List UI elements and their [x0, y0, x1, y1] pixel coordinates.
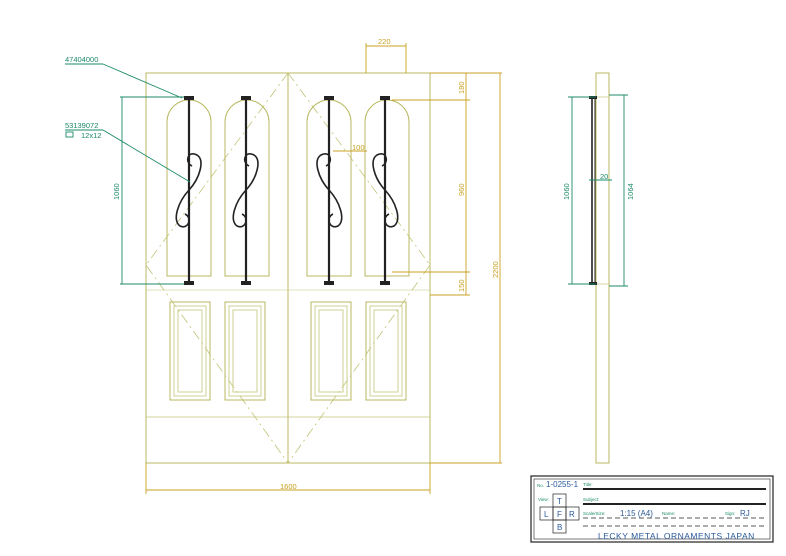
- callout-part-b-size: 12x12: [81, 131, 101, 140]
- callout-part-a: 47404000: [65, 55, 183, 99]
- tb-sign-label: Sign:: [725, 511, 735, 516]
- door-swing-lines: [145, 72, 431, 464]
- tb-view-l: L: [544, 510, 549, 519]
- tb-view-label: View:: [538, 497, 549, 502]
- side-dimensions: 1060 1064 20: [562, 94, 635, 287]
- tb-sign-value: RJ: [740, 509, 750, 518]
- tb-drawing-no: 1-0255-1: [546, 480, 579, 489]
- tb-view-t: T: [557, 497, 562, 506]
- tb-company: LECKY METAL ORNAMENTS JAPAN: [598, 531, 755, 541]
- tb-view-r: R: [569, 510, 575, 519]
- iron-grille-4: [372, 96, 399, 285]
- dim-top-width-value: 220: [378, 37, 391, 46]
- side-grille-height-value: 1060: [562, 183, 571, 200]
- iron-grille-2: [232, 96, 259, 285]
- dim-top-gap-value: 180: [457, 81, 466, 94]
- dim-grille-height-value: 1060: [112, 183, 121, 200]
- tb-view-f: F: [557, 510, 562, 519]
- square-bar-icon: [65, 131, 74, 138]
- tb-scale-label: Scale/Size:: [583, 511, 606, 516]
- dim-scroll-width-value: 100: [352, 143, 365, 152]
- dim-total-width-value: 1600: [280, 482, 297, 491]
- panel-1: [169, 301, 211, 401]
- panel-4: [365, 301, 407, 401]
- title-block: No. 1-0255-1 Title: View: T L F R B Subj…: [530, 475, 774, 543]
- dim-bottom-gap-value: 150: [457, 279, 466, 292]
- arched-openings: [166, 99, 410, 277]
- dim-right-column: 180 960 150 2200: [392, 72, 502, 464]
- iron-grille-1: [175, 96, 202, 285]
- callout-part-a-label: 47404000: [65, 55, 98, 64]
- callout-part-b: 53139072 12x12: [65, 121, 191, 183]
- tb-name-label: Name:: [662, 511, 675, 516]
- dim-arch-height-value: 960: [457, 183, 466, 196]
- side-view: [589, 72, 610, 464]
- dim-top-width: 220: [365, 37, 407, 73]
- lower-panels: [169, 301, 407, 401]
- panel-3: [310, 301, 352, 401]
- dim-total-height-value: 2200: [491, 261, 500, 278]
- dim-scroll-width: 100: [333, 143, 367, 152]
- dim-grille-height: 1060: [112, 96, 184, 285]
- side-depth-value: 20: [600, 172, 608, 181]
- tb-subject-label: Subject:: [583, 497, 599, 502]
- tb-scale-value: 1:15 (A4): [620, 509, 653, 518]
- iron-grille-3: [316, 96, 343, 285]
- side-total-height-value: 1064: [626, 183, 635, 200]
- tb-view-b: B: [557, 523, 562, 532]
- callout-part-b-label: 53139072: [65, 121, 98, 130]
- panel-2: [224, 301, 266, 401]
- dim-total-width: 1600: [145, 463, 431, 494]
- tb-title-label: Title:: [583, 482, 593, 487]
- tb-no-label: No.: [537, 483, 544, 488]
